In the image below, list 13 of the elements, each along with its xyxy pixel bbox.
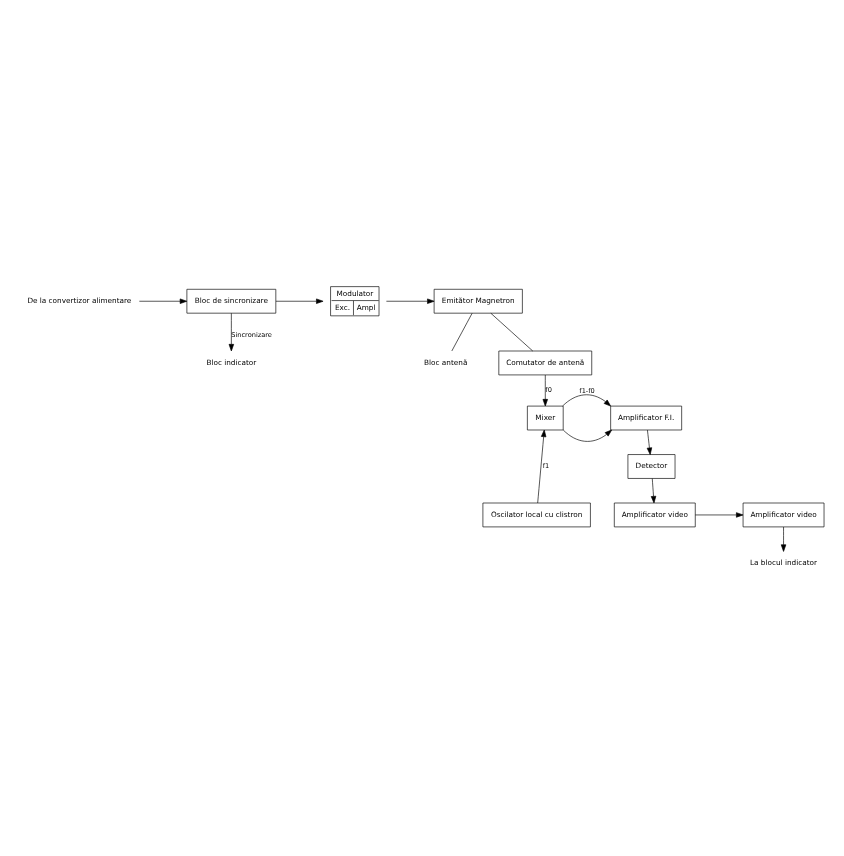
arrow: [139, 297, 188, 303]
arrow: [275, 297, 324, 303]
arrow: [542, 373, 548, 406]
arrow: [780, 525, 787, 551]
arrow: [562, 393, 611, 406]
arrow: [228, 311, 234, 351]
connector: [490, 311, 534, 351]
arrow: [562, 428, 612, 441]
arrow: [646, 428, 653, 454]
arrow: [386, 297, 435, 303]
arrow: [694, 511, 744, 517]
arrow: [537, 428, 547, 503]
arrow: [650, 477, 657, 503]
